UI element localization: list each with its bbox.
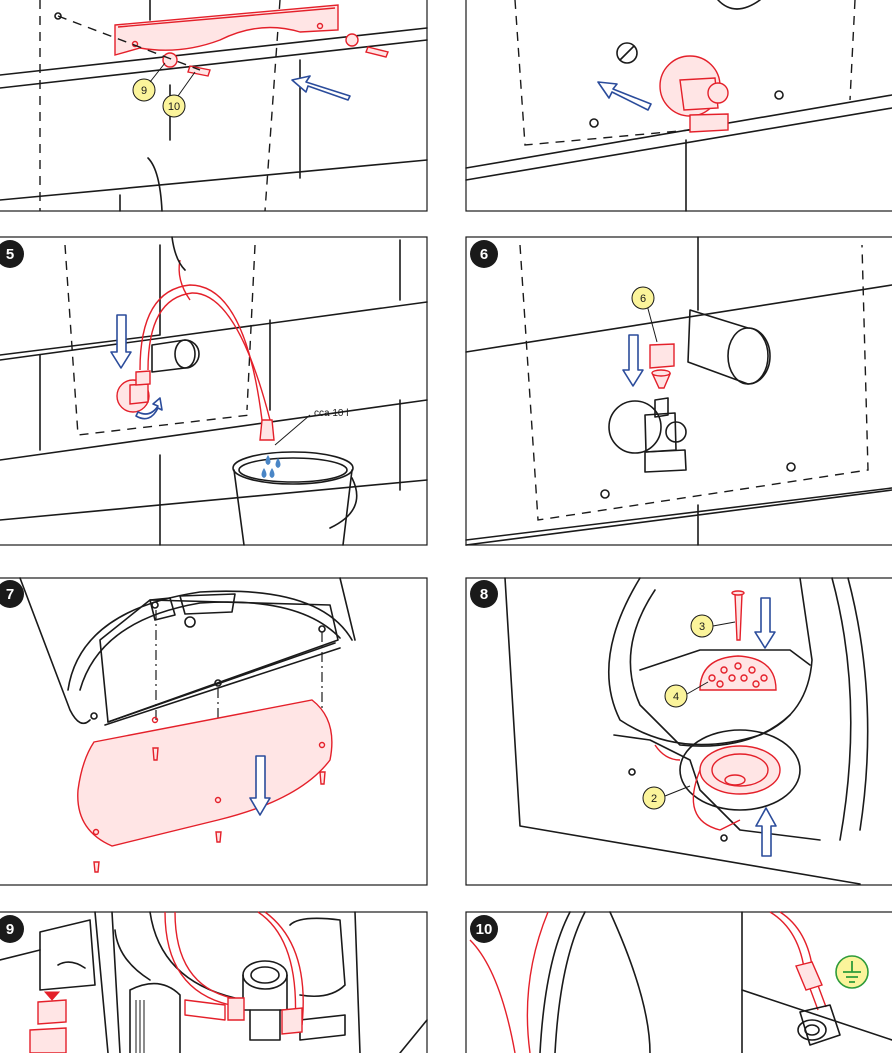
- down-arrow-icon: [754, 597, 776, 649]
- diagonal-arrow-icon: [291, 75, 351, 101]
- panel-step-6: 6 6: [465, 236, 892, 546]
- step-badge-8: 8: [470, 580, 498, 608]
- step-badge-9: 9: [0, 915, 24, 943]
- callout-2: 2: [642, 786, 666, 810]
- svg-text:9: 9: [6, 921, 14, 938]
- svg-text:10: 10: [476, 921, 493, 938]
- svg-text:6: 6: [640, 293, 646, 305]
- callout-6: 6: [631, 286, 655, 310]
- step-badge-5: 5: [0, 240, 24, 268]
- step-badge-10: 10: [470, 915, 498, 943]
- down-arrow-icon: [622, 334, 644, 387]
- step-badge-7: 7: [0, 580, 24, 608]
- svg-text:7: 7: [6, 586, 14, 603]
- callout-10: 10: [162, 94, 186, 118]
- panel-step-5: cca 10 l 5: [0, 236, 428, 546]
- svg-text:3: 3: [699, 621, 705, 633]
- panel-step-7: 7: [0, 577, 428, 886]
- panel-step-angle-valve: [465, 0, 892, 212]
- volume-note: cca 10 l: [314, 408, 348, 419]
- svg-text:6: 6: [480, 246, 488, 263]
- callout-9: 9: [132, 78, 156, 102]
- diagonal-arrow-icon: [597, 81, 652, 111]
- step-badge-6: 6: [470, 240, 498, 268]
- svg-text:4: 4: [673, 691, 679, 703]
- down-arrow-icon: [110, 314, 132, 369]
- callout-4: 4: [664, 684, 688, 708]
- callout-3: 3: [690, 614, 714, 638]
- panel-step-10: 10: [465, 911, 892, 1053]
- water-drop-icon: [261, 455, 281, 478]
- panel-step-mount-rail: 9 10: [0, 0, 428, 212]
- svg-text:8: 8: [480, 586, 488, 603]
- svg-text:5: 5: [6, 246, 14, 263]
- panel-step-8: 3 4 2 8: [465, 577, 892, 886]
- panel-step-9: 9: [0, 911, 428, 1053]
- down-arrow-icon: [249, 755, 271, 816]
- svg-text:9: 9: [141, 85, 147, 97]
- earth-ground-icon: [835, 955, 869, 989]
- up-arrow-icon: [755, 807, 777, 857]
- svg-text:2: 2: [651, 793, 657, 805]
- svg-text:10: 10: [168, 101, 180, 113]
